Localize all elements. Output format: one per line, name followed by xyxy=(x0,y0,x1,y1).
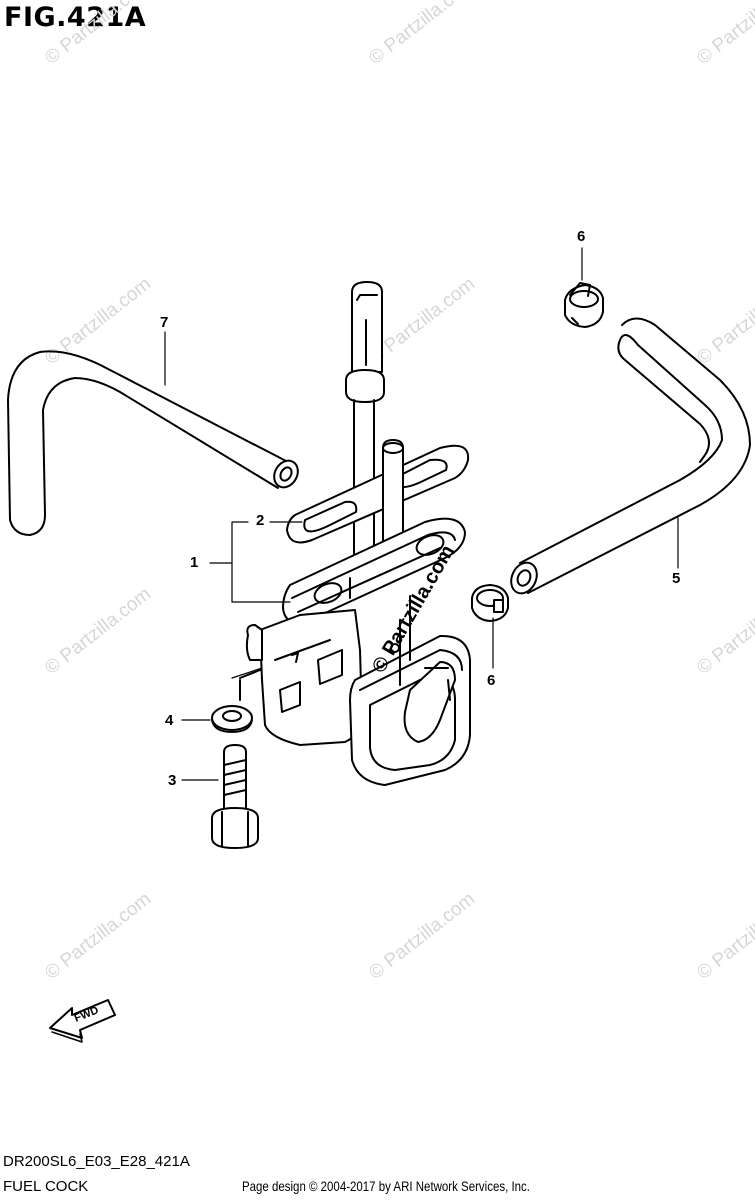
leader-lines xyxy=(164,247,679,781)
fwd-arrow xyxy=(49,999,116,1043)
callout-2: 2 xyxy=(256,512,265,529)
bolt-3 xyxy=(211,744,259,849)
callout-5: 5 xyxy=(672,570,681,587)
figure-title: FIG.421A xyxy=(4,2,147,33)
clamp-6-top xyxy=(564,282,604,328)
copyright-notice: Page design © 2004-2017 by ARI Network S… xyxy=(242,1178,530,1194)
filter-tube xyxy=(382,439,404,561)
fuel-cock-body xyxy=(239,609,363,746)
washer-4 xyxy=(211,705,253,733)
fuel-cock-plate xyxy=(282,517,466,624)
valve-stem xyxy=(345,281,385,581)
callout-1: 1 xyxy=(190,554,199,571)
callout-3: 3 xyxy=(168,772,177,789)
callout-7: 7 xyxy=(160,314,169,331)
hose-5 xyxy=(510,317,751,595)
fuel-cock-lever-housing xyxy=(349,595,471,786)
callout-6-top: 6 xyxy=(577,228,586,245)
callout-6-middle: 6 xyxy=(487,672,496,689)
clamp-6-middle xyxy=(471,584,509,622)
callout-4: 4 xyxy=(165,712,174,729)
figure-caption: FUEL COCK xyxy=(3,1178,89,1195)
hose-7 xyxy=(7,350,299,536)
model-code: DR200SL6_E03_E28_421A xyxy=(3,1153,190,1170)
